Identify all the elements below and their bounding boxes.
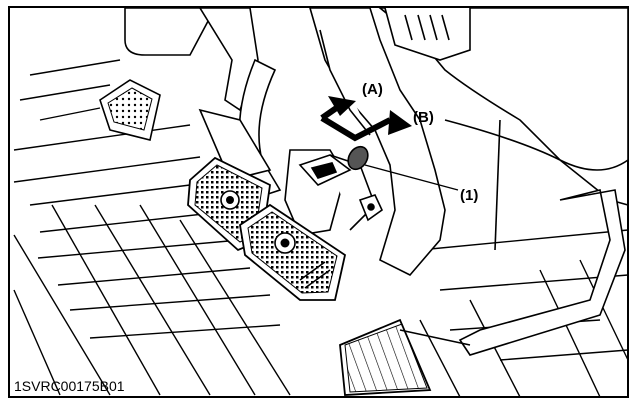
direction-arrows [320,96,412,142]
auxiliary-pedal [99,79,161,141]
label-b: (B) [413,109,434,126]
figure-frame [8,6,629,398]
arrow-b-head [388,110,412,135]
leader-line [364,164,459,191]
pedal-lock-latch [298,145,384,222]
steering-column [124,7,629,276]
brake-pedal-right [239,203,347,301]
label-1: (1) [460,187,478,204]
figure-code: 1SVRC00175B01 [14,378,125,394]
accelerator-pedal [339,189,626,396]
label-a: (A) [362,81,383,98]
